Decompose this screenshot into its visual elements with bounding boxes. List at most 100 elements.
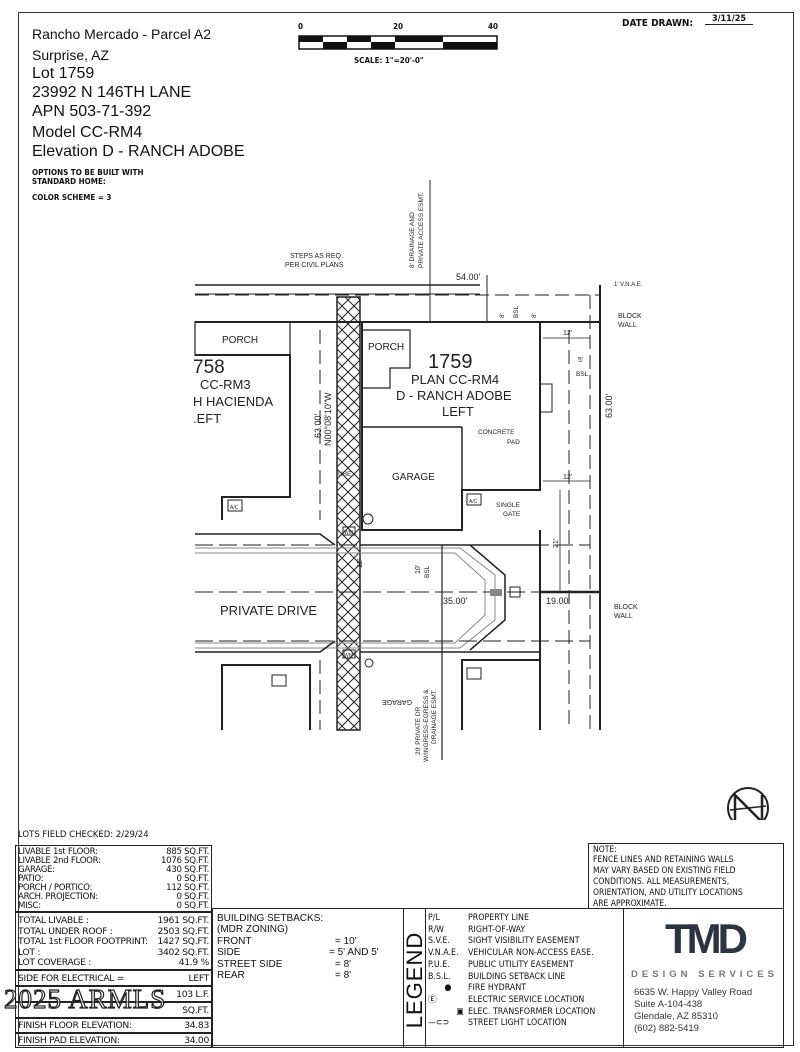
totals-table: TOTAL LIVABLE :1961 SQ.FT. TOTAL UNDER R… xyxy=(15,912,212,970)
total-label: LOT COVERAGE : xyxy=(18,957,92,969)
dim-21: 21' xyxy=(553,539,560,548)
wm-label: WM xyxy=(344,653,353,659)
finish-pad-value: 34.00 xyxy=(184,1035,209,1046)
area-table: LIVABLE 1st FLOOR:885 SQ.FT. LIVABLE 2nd… xyxy=(15,845,212,912)
setbacks-zoning: (MDR ZONING) xyxy=(217,924,289,936)
address-line: 6635 W. Happy Valley Road xyxy=(634,987,753,998)
area-row: LIVABLE 2nd FLOOR:1076 SQ.FT. xyxy=(16,857,211,866)
obscured-row: 103 L.F. xyxy=(15,986,212,1002)
area-row: PORCH / PORTICO:112 SQ.FT. xyxy=(16,884,211,893)
dim-12-top: 12' xyxy=(563,330,572,337)
porch-label-1759: PORCH xyxy=(368,342,404,353)
bsl-top: BSL xyxy=(513,305,520,318)
obscured-row: SQ.FT. xyxy=(15,1002,212,1018)
neighbor-plan: CC-RM3 xyxy=(200,377,251,392)
scale-bar xyxy=(298,35,498,50)
total-label: LOT : xyxy=(18,946,41,958)
concrete-pad-label-2: PAD xyxy=(507,439,520,446)
vnae-label: 1' V.N.A.E. xyxy=(614,282,643,288)
options-line1: OPTIONS TO BE BUILT WITH xyxy=(32,168,144,177)
steps-note-2: PER CIVIL PLANS xyxy=(285,262,344,269)
setback-value: = 5' AND 5' xyxy=(329,947,379,959)
watermark: 2025 ARMLS xyxy=(3,983,167,1014)
area-label: GARAGE: xyxy=(18,865,55,875)
legend-text: STREET LIGHT LOCATION xyxy=(468,1018,567,1029)
bsl-drive: BSL xyxy=(424,565,431,578)
block-wall-label-lower-2: WALL xyxy=(614,613,633,620)
legend-item: B.S.L.BUILDING SETBACK LINE xyxy=(428,972,595,984)
area-row: ARCH. PROJECTION:0 SQ.FT. xyxy=(16,893,211,902)
address-line: Suite A-104-438 xyxy=(634,999,703,1010)
neighbor-lot-number: 758 xyxy=(193,357,225,378)
note-line: MAY VARY BASED ON EXISTING FIELD xyxy=(593,866,736,877)
block-wall-label-2: WALL xyxy=(618,322,637,329)
area-label: LIVABLE 1st FLOOR: xyxy=(18,847,98,857)
ac-label: A/C xyxy=(230,505,239,511)
setbacks-title: BUILDING SETBACKS: xyxy=(217,913,324,924)
address-line: Glendale, AZ 85310 xyxy=(634,1011,718,1022)
dim-right: 19.00' xyxy=(546,596,571,606)
note-line: ARE APPROXIMATE. xyxy=(593,899,667,910)
bearing-label: N00°08'10"W xyxy=(323,392,333,446)
obscured-value: SQ.FT. xyxy=(182,1005,209,1016)
neighbor-elevation: H HACIENDA xyxy=(193,394,274,409)
dim-12-lower: 12' xyxy=(563,474,572,481)
north-arrow-icon xyxy=(727,787,769,820)
area-value: 0 SQ.FT. xyxy=(176,901,209,911)
finish-pad: FINISH PAD ELEVATION:34.00 xyxy=(15,1033,212,1048)
legend-title: LEGEND xyxy=(402,931,427,1029)
dim-10: 10' xyxy=(415,565,422,574)
legend-abbr: P.U.E. xyxy=(428,959,450,970)
finish-floor: FINISH FLOOR ELEVATION: 34.83 xyxy=(15,1018,212,1033)
legend-item: ●FIRE HYDRANT xyxy=(428,983,595,995)
legend-text: PROPERTY LINE xyxy=(468,913,529,923)
setback-label: STREET SIDE xyxy=(217,958,283,970)
total-label: TOTAL LIVABLE : xyxy=(18,915,89,926)
total-label: TOTAL UNDER ROOF : xyxy=(18,925,113,937)
area-row: MISC: 0 SQ.FT. xyxy=(16,902,211,911)
setback-label: FRONT xyxy=(217,935,252,947)
single-gate-label: SINGLE xyxy=(496,502,521,509)
legend-text: SIGHT VISIBILITY EASEMENT xyxy=(468,936,580,947)
transformer-icon: ▣ xyxy=(456,1006,464,1017)
model: Model CC-RM4 xyxy=(32,124,143,141)
finish-floor-value: 34.83 xyxy=(184,1020,209,1031)
legend-abbr: S.V.E. xyxy=(428,936,450,947)
finish-floor-label: FINISH FLOOR ELEVATION: xyxy=(18,1020,132,1031)
area-value: 1076 SQ.FT. xyxy=(160,856,209,866)
legend-text: ELECTRIC SERVICE LOCATION xyxy=(468,994,585,1005)
date-value: 3/11/25 xyxy=(705,14,753,25)
area-value: 112 SQ.FT. xyxy=(166,883,209,893)
setback-label: REAR xyxy=(217,970,245,982)
drainage-easement-label: 8' DRAINAGE AND xyxy=(409,212,416,268)
total-value: 3402 SQ.FT. xyxy=(157,946,209,958)
ac-unit xyxy=(227,499,243,512)
area-label: MISC: xyxy=(18,901,41,911)
dim-drive: 35.00' xyxy=(443,596,468,606)
scale-label: SCALE: 1"=20'-0" xyxy=(354,56,424,65)
legend-text: FIRE HYDRANT xyxy=(468,983,527,994)
garage-label: GARAGE xyxy=(392,472,435,483)
setback-value: = 8' xyxy=(335,970,352,982)
porch-1759 xyxy=(362,329,411,389)
total-value: 2503 SQ.FT. xyxy=(157,925,209,937)
side-dim-label: 63.00' xyxy=(313,413,323,438)
address: 23992 N 146TH LANE xyxy=(32,84,192,101)
note-box: NOTE: FENCE LINES AND RETAINING WALLS MA… xyxy=(588,843,784,909)
area-row: PATIO:0 SQ.FT. xyxy=(16,875,211,884)
area-value: 0 SQ.FT. xyxy=(176,874,209,884)
dim-8: 8' xyxy=(499,313,506,318)
date-label: DATE DRAWN: xyxy=(622,18,694,29)
concrete-pad-label: CONCRETE xyxy=(478,429,515,436)
scale-tick-0: 0 xyxy=(298,22,304,31)
project-name: Rancho Mercado - Parcel A2 xyxy=(32,26,211,42)
plan-hand-label: LEFT xyxy=(442,404,474,419)
total-label: TOTAL 1st FLOOR FOOTPRINT: xyxy=(18,936,148,948)
legend-text: PUBLIC UTILITY EASEMENT xyxy=(468,959,574,970)
company-box: TMD DESIGN SERVICES 6635 W. Happy Valley… xyxy=(623,908,784,1048)
drive-easement-label-2: W/INGRESS-EGRESS & xyxy=(423,689,430,762)
